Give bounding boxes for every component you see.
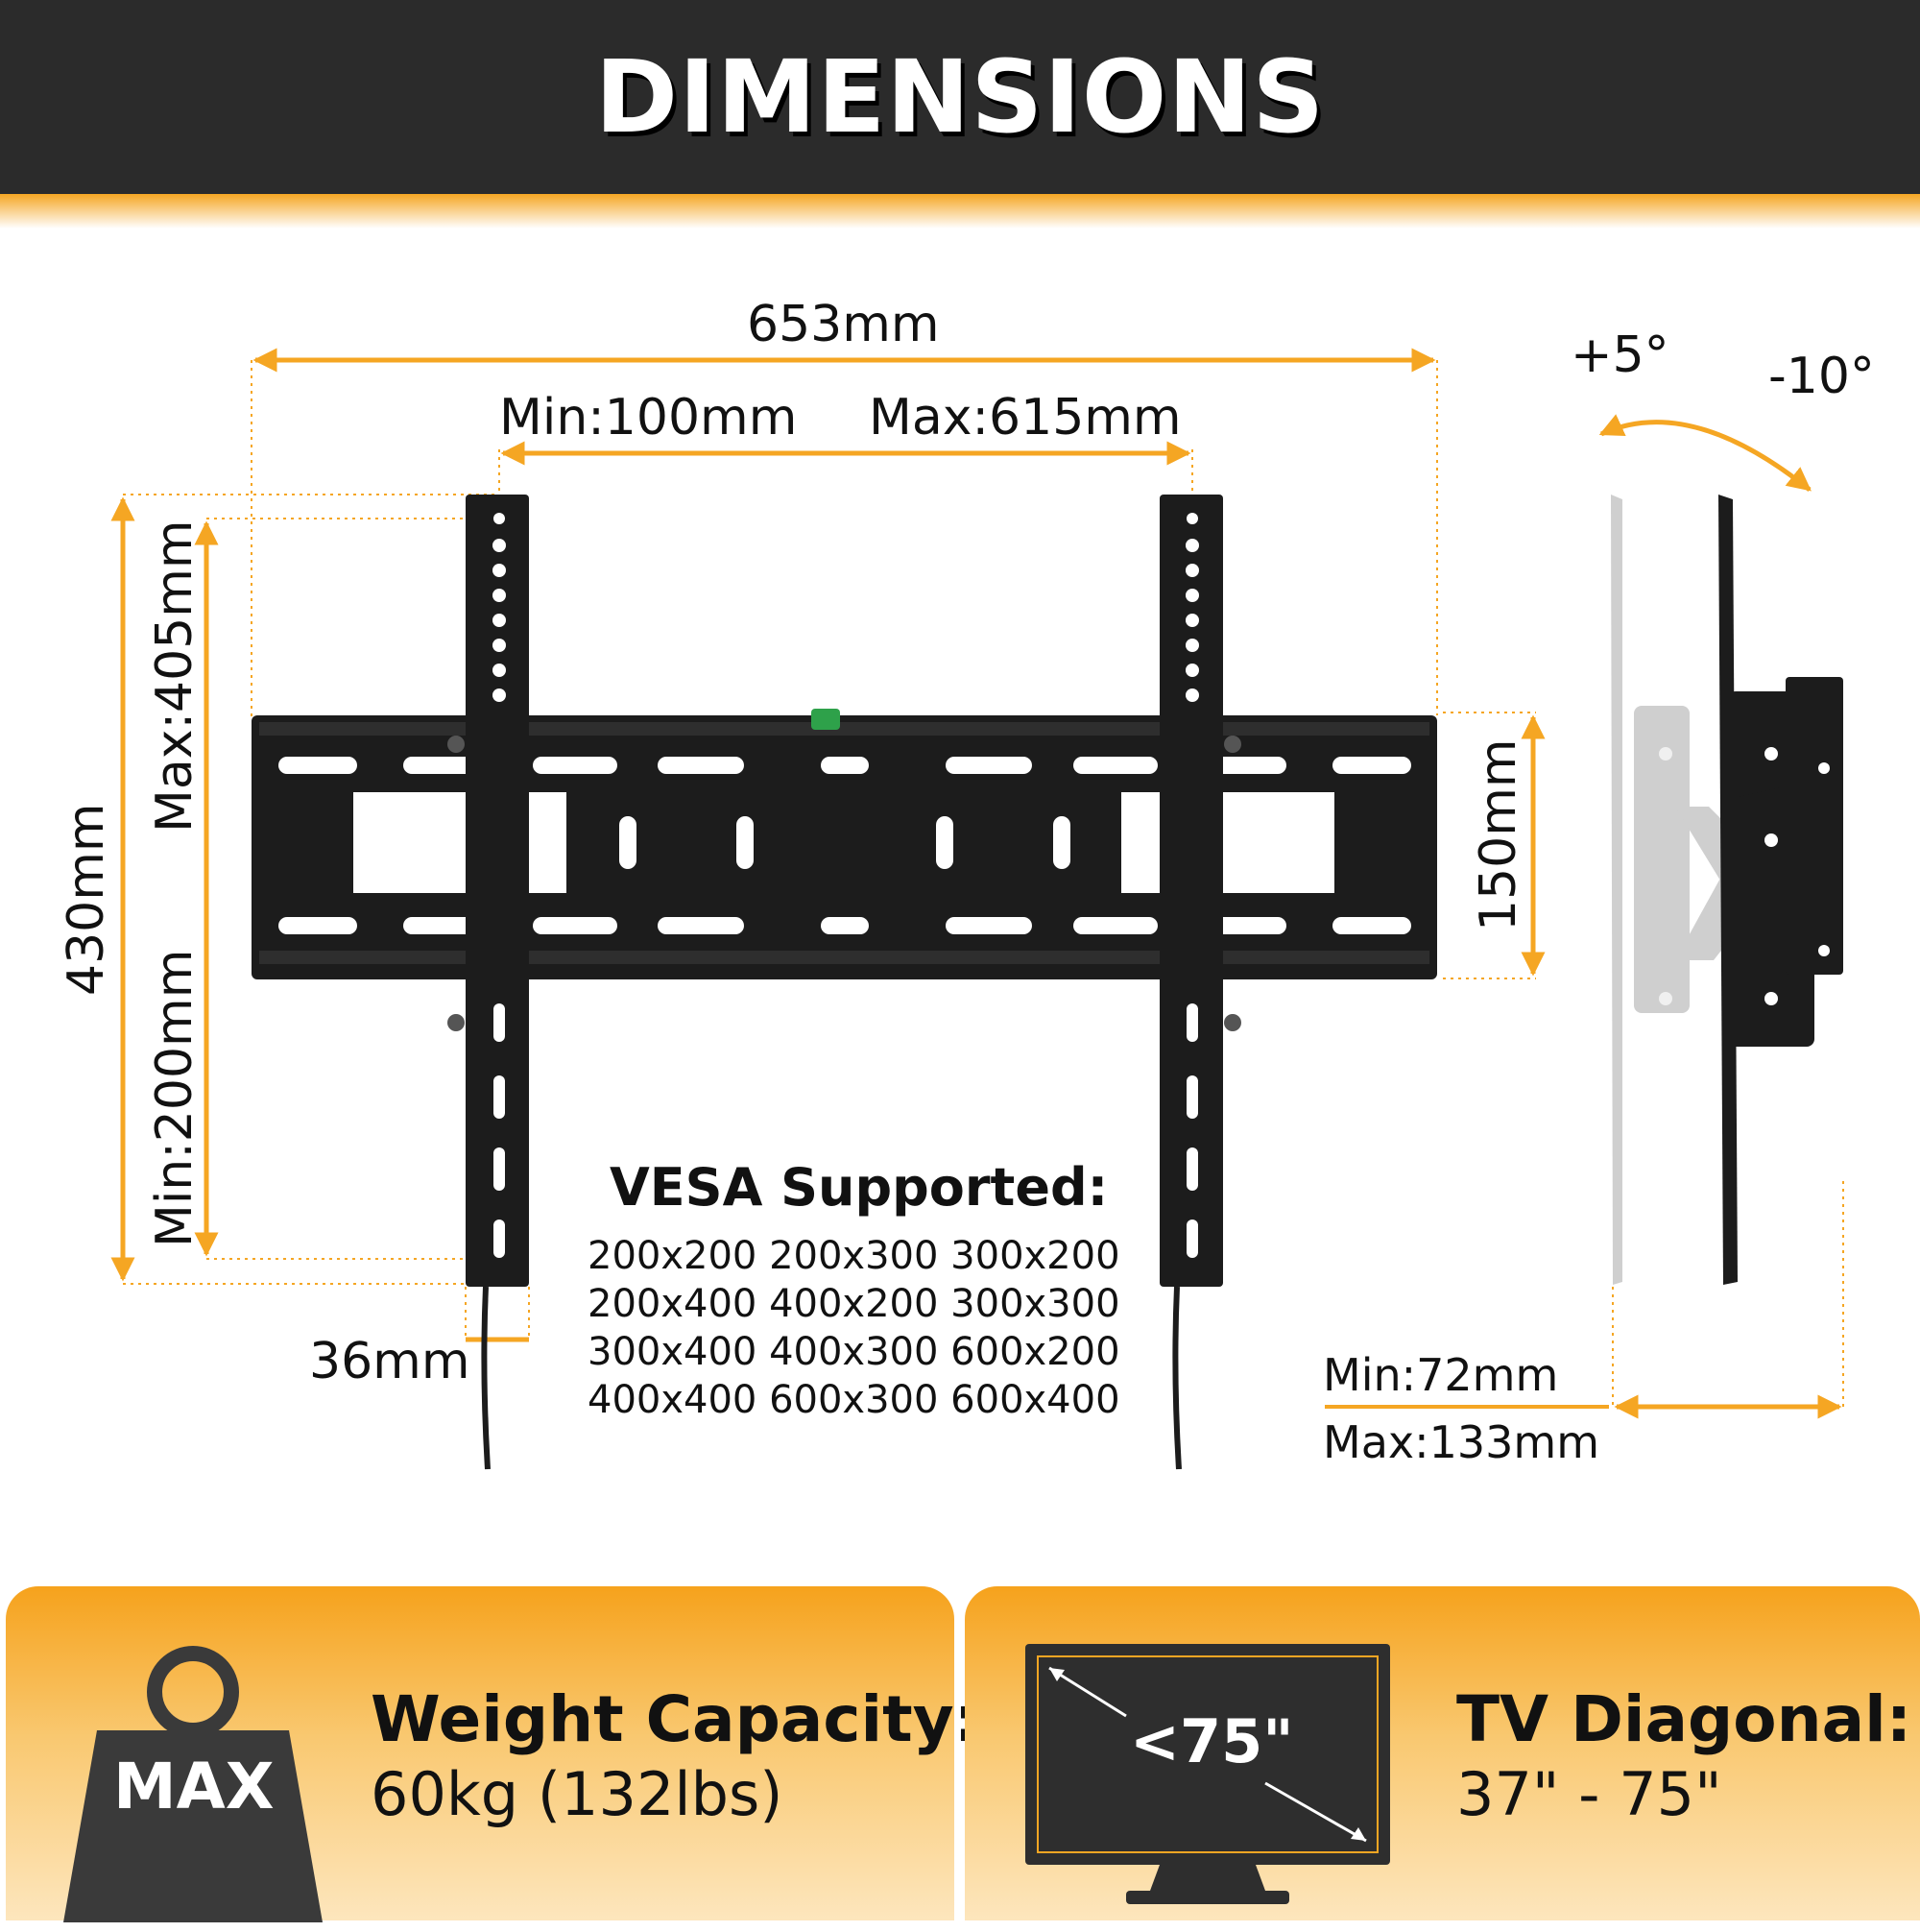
arm-holes	[492, 513, 1199, 1258]
tv-title: TV Diagonal:	[1456, 1682, 1912, 1756]
vesa-row: 200x400 400x200 300x300	[588, 1282, 1120, 1326]
vertical-max-label: Max:405mm	[146, 519, 204, 833]
weight-title: Weight Capacity:	[371, 1682, 980, 1756]
header-bar	[0, 0, 1920, 194]
weight-capacity-panel: MAX Weight Capacity: 60kg (132lbs)	[6, 1586, 979, 1922]
guide-lines	[123, 360, 1844, 1407]
depth-max-label: Max:133mm	[1323, 1416, 1600, 1468]
tv-diagonal-panel: <75" TV Diagonal: 37" - 75"	[965, 1586, 1920, 1920]
side-view-upright	[1718, 495, 1843, 1285]
vesa-title: VESA Supported:	[610, 1157, 1109, 1218]
vesa-row: 300x400 400x300 600x200	[588, 1330, 1120, 1374]
tilt-up-label: +5°	[1571, 326, 1669, 384]
dimension-arrows	[110, 348, 1842, 1419]
weight-value: 60kg (132lbs)	[371, 1759, 783, 1829]
header-glow	[0, 194, 1920, 229]
pull-cords	[481, 1286, 1182, 1470]
vertical-min-label: Min:200mm	[146, 949, 204, 1247]
plate-height-label: 150mm	[1470, 738, 1527, 931]
weight-badge: MAX	[113, 1750, 275, 1823]
spacing-max-label: Max:615mm	[869, 389, 1182, 447]
page-title: DIMENSIONS	[594, 38, 1326, 156]
weight-icon	[63, 1646, 323, 1922]
tv-value: 37" - 75"	[1456, 1759, 1722, 1829]
vertical-arms	[447, 495, 1241, 1287]
overall-height-label: 430mm	[58, 803, 115, 996]
arm-width-label: 36mm	[309, 1333, 470, 1390]
vesa-row: 200x200 200x300 300x200	[588, 1234, 1120, 1278]
tilt-down-label: -10°	[1768, 348, 1875, 405]
spacing-min-label: Min:100mm	[499, 389, 798, 447]
depth-min-label: Min:72mm	[1323, 1349, 1559, 1401]
tv-icon	[1025, 1644, 1390, 1904]
overall-width-label: 653mm	[747, 296, 940, 353]
wall-plate	[252, 709, 1437, 979]
vesa-row: 400x400 600x300 600x400	[588, 1378, 1120, 1422]
side-view-holes	[1659, 747, 1830, 1005]
tv-screen-label: <75"	[1130, 1706, 1294, 1776]
